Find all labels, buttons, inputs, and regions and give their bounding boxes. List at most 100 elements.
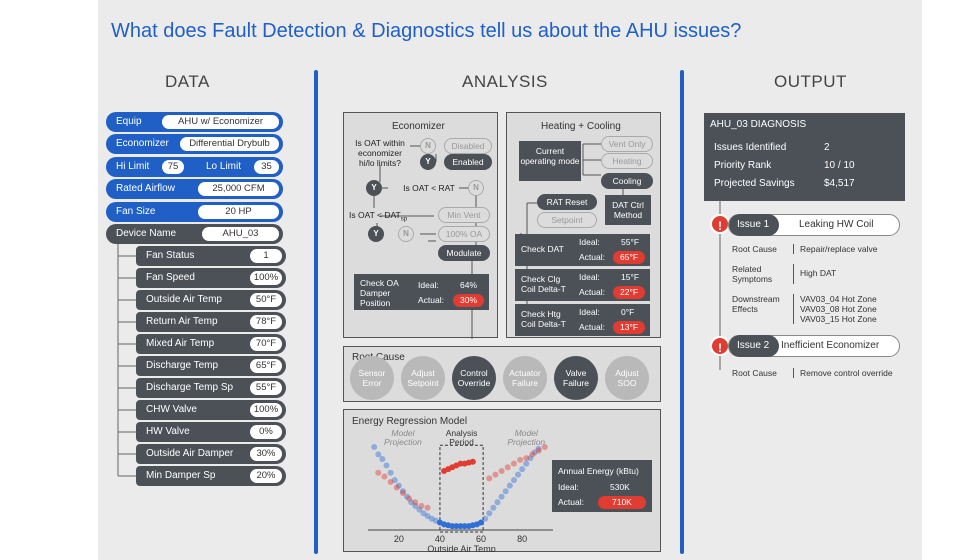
economizer-value: Differential Drybulb xyxy=(180,137,279,151)
issue1-warning-icon: ! xyxy=(710,214,730,234)
heating-ideal-label: Ideal: xyxy=(579,307,600,317)
heating-ideal-value: 55°F xyxy=(621,237,640,247)
diagnosis-row-value: $4,517 xyxy=(824,178,855,189)
q1-no-circle: N xyxy=(420,138,436,154)
data-point xyxy=(494,499,501,506)
data-point xyxy=(395,482,402,489)
data-point xyxy=(498,467,505,474)
data-point xyxy=(375,451,382,458)
data-point xyxy=(519,466,526,473)
device-point-label: HW Valve xyxy=(146,426,190,437)
enabled-label: Enabled xyxy=(444,154,492,170)
q2-no-circle: N xyxy=(468,180,484,196)
device-point-value: 65°F xyxy=(250,359,282,373)
data-point xyxy=(523,455,530,462)
root-cause-item[interactable]: Adjust Setpoint xyxy=(401,356,445,400)
data-point xyxy=(424,504,431,511)
device-point-value: 50°F xyxy=(250,293,282,307)
data-point xyxy=(523,460,530,467)
device-point-label: Discharge Temp Sp xyxy=(146,382,234,393)
device-point-value: 30% xyxy=(250,447,282,461)
device-point-label: Min Damper Sp xyxy=(146,470,216,481)
data-point xyxy=(541,444,548,451)
q3-yes-circle: Y xyxy=(368,226,384,242)
airflow-label: Rated Airflow xyxy=(116,183,175,194)
diagnosis-title: AHU_03 DIAGNOSIS xyxy=(710,119,807,130)
device-point-label: Mixed Air Temp xyxy=(146,338,215,349)
data-point xyxy=(412,499,419,506)
data-point xyxy=(502,488,509,495)
energy-ideal-value: 530K xyxy=(610,482,630,492)
heating-actual-label: Actual: xyxy=(579,287,605,297)
page-title: What does Fault Detection & Diagnostics … xyxy=(111,20,742,42)
data-point xyxy=(391,477,398,484)
q3-no-circle: N xyxy=(398,226,414,242)
root-cause-item[interactable]: Adjust SOO xyxy=(605,356,649,400)
analysis-period-label: Analysis xyxy=(446,428,478,438)
device-value: AHU_03 xyxy=(202,227,279,241)
data-point xyxy=(416,506,423,513)
x-axis-label: Outside Air Temp xyxy=(427,544,495,552)
x-tick-label: 20 xyxy=(394,534,404,544)
lo-limit-value: 35 xyxy=(254,160,279,174)
heating-cooling-title: Heating + Cooling xyxy=(541,121,621,132)
rat-reset-label: RAT Reset xyxy=(537,194,597,210)
root-cause-item[interactable]: Sensor Error xyxy=(350,356,394,400)
data-point xyxy=(510,477,517,484)
data-point xyxy=(486,510,493,517)
cooling-mode-label: Cooling xyxy=(601,173,653,189)
economizer-box: Economizer Is OAT within economizer hi/l… xyxy=(343,112,498,339)
downstream-item: VAV03_15 Hot Zone xyxy=(800,314,877,324)
issue2-name: Inefficient Economizer xyxy=(781,340,880,351)
diagnosis-row-label: Projected Savings xyxy=(714,178,795,189)
data-point xyxy=(420,510,427,517)
x-tick-label: 80 xyxy=(517,534,527,544)
data-point xyxy=(399,490,406,497)
data-point xyxy=(535,445,542,452)
issue1-downstream-values: VAV03_04 Hot Zone VAV03_08 Hot Zone VAV0… xyxy=(793,294,877,324)
q2-yes-circle: Y xyxy=(366,180,382,196)
data-point xyxy=(461,523,468,530)
data-point xyxy=(383,462,390,469)
issue2-box[interactable]: Issue 2 Inefficient Economizer xyxy=(728,335,900,357)
energy-title: Energy Regression Model xyxy=(352,416,468,427)
heating-actual-label: Actual: xyxy=(579,252,605,262)
oa-damper-check: Check OA Damper Position Ideal: 64% Actu… xyxy=(354,274,489,310)
oa100-label: 100% OA xyxy=(438,226,490,242)
data-point xyxy=(453,523,460,530)
data-point xyxy=(406,495,413,502)
data-point xyxy=(482,515,489,522)
oa-ideal-value: 64% xyxy=(460,280,478,290)
device-point-label: Fan Speed xyxy=(146,272,195,283)
disabled-label: Disabled xyxy=(444,138,492,154)
setpoint-label: Setpoint xyxy=(537,212,597,228)
data-point xyxy=(387,469,394,476)
data-point xyxy=(379,456,386,462)
equip-row: Equip AHU w/ Economizer xyxy=(106,112,283,132)
data-point xyxy=(375,469,382,476)
heating-ideal-label: Ideal: xyxy=(579,272,600,282)
data-point xyxy=(486,475,493,482)
equip-label: Equip xyxy=(116,116,142,127)
heating-ideal-label: Ideal: xyxy=(579,237,600,247)
data-point xyxy=(399,488,406,495)
downstream-item: VAV03_04 Hot Zone xyxy=(800,294,877,304)
root-cause-item[interactable]: Actuator Failure xyxy=(503,356,547,400)
device-point-label: Outside Air Damper xyxy=(146,448,234,459)
issue1-number: Issue 1 xyxy=(729,214,780,236)
economizer-q2: Is OAT < RAT xyxy=(403,183,455,193)
issue1-box[interactable]: Issue 1 Leaking HW Coil xyxy=(728,214,900,236)
model-projection-right: Model xyxy=(515,428,539,438)
device-point-value: 0% xyxy=(250,425,282,439)
heating-ideal-value: 15°F xyxy=(621,272,640,282)
heating-check-label: Check DAT xyxy=(521,244,564,254)
heating-actual-label: Actual: xyxy=(579,322,605,332)
oa-actual-label: Actual: xyxy=(418,295,444,305)
heating-cooling-box: Heating + Cooling Current operating mode… xyxy=(506,112,661,338)
root-cause-item[interactable]: Control Override xyxy=(452,356,496,400)
oa-actual-value: 30% xyxy=(453,294,485,307)
root-cause-item[interactable]: Valve Failure xyxy=(554,356,598,400)
